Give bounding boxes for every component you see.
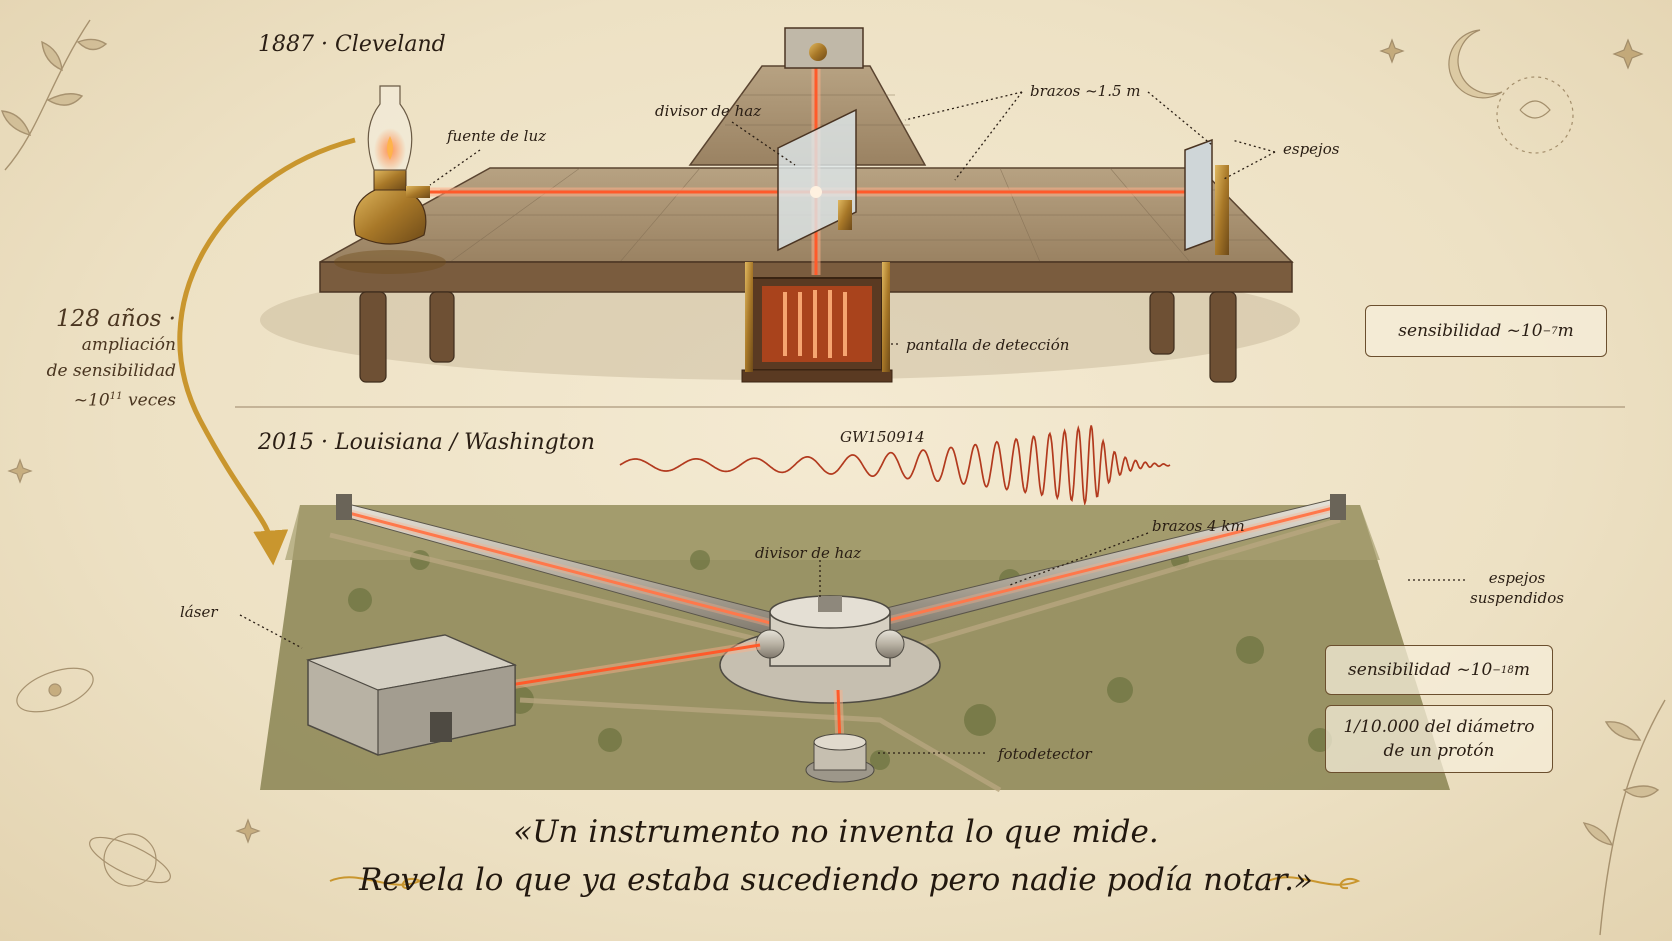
celestial-ornament-top-right [1379, 29, 1644, 154]
proton-comparison-line1: 1/10.000 del diámetro [1343, 717, 1535, 737]
timeline-factor: ~1011 veces [26, 384, 176, 414]
floral-ornament-top-left [0, 19, 108, 171]
proton-comparison-box: 1/10.000 del diámetro de un protón [1325, 705, 1553, 773]
quote-line-1: «Un instrumento no inventa lo que mide. [513, 814, 1159, 850]
sensitivity-2015-prefix: sensibilidad ~10 [1348, 660, 1493, 680]
label-mirrors-1887: espejos [1283, 140, 1340, 158]
sensitivity-box-2015: sensibilidad ~10−18 m [1325, 645, 1553, 695]
quote-flourish-left [329, 876, 423, 890]
label-photodetector: fotodetector [998, 745, 1092, 763]
floral-ornament-bottom-right [1582, 699, 1666, 936]
timeline-factor-prefix: ~10 [73, 390, 110, 411]
timeline-line2: de sensibilidad [46, 361, 176, 381]
sensitivity-2015-exponent: −18 [1492, 664, 1514, 676]
right-mirror [1184, 138, 1229, 255]
gravitational-wave-signal [619, 424, 1171, 507]
label-beam-splitter-ligo: divisor de haz [755, 544, 862, 562]
sensitivity-1887-unit: m [1557, 321, 1574, 341]
timeline-arrow [177, 137, 356, 566]
leader-lines [239, 91, 1465, 754]
label-suspended-mirrors: espejos suspendidos [1470, 568, 1564, 608]
michelson-interferometer-illustration [260, 27, 1300, 383]
quote-flourish-right [1267, 876, 1361, 890]
sensitivity-1887-prefix: sensibilidad ~10 [1398, 321, 1543, 341]
ligo-observatory-illustration [260, 494, 1450, 793]
timeline-factor-exponent: 11 [109, 391, 123, 402]
timeline-caption: 128 años · ampliación de sensibilidad ~1… [26, 306, 176, 414]
oil-lamp [334, 85, 446, 274]
proton-comparison-line2: de un protón [1383, 741, 1495, 761]
label-arms-1887: brazos ~1.5 m [1030, 82, 1141, 100]
label-suspended-mirrors-line1: espejos [1488, 569, 1546, 587]
label-arms-ligo: brazos 4 km [1152, 517, 1245, 535]
sensitivity-2015-unit: m [1513, 660, 1530, 680]
beam-splitter-glass [777, 108, 857, 252]
ligo-right-arm [869, 494, 1346, 635]
detection-screen [741, 262, 893, 383]
sensitivity-box-1887: sensibilidad ~10−7 m [1365, 305, 1607, 357]
section-title-1887: 1887 · Cleveland [258, 32, 446, 57]
laser-building [305, 634, 518, 756]
timeline-years: 128 años · [55, 306, 176, 332]
timeline-line1: ampliación [81, 335, 176, 355]
back-mirror [784, 27, 864, 69]
celestial-ornament-bottom-left [7, 458, 261, 887]
label-gw-event: GW150914 [840, 428, 925, 446]
timeline-factor-suffix: veces [122, 390, 176, 411]
sensitivity-1887-exponent: −7 [1542, 325, 1558, 337]
label-beam-splitter-1887: divisor de haz [655, 102, 762, 120]
label-suspended-mirrors-line2: suspendidos [1470, 589, 1564, 607]
section-title-2015: 2015 · Louisiana / Washington [258, 430, 595, 455]
label-light-source: fuente de luz [447, 127, 547, 145]
ligo-central-station [719, 595, 941, 704]
photodetector-hut [805, 733, 875, 783]
label-detection-screen: pantalla de detección [906, 336, 1070, 354]
quote-line-2: Revela lo que ya estaba sucediendo pero … [359, 862, 1313, 898]
label-laser: láser [180, 603, 218, 621]
